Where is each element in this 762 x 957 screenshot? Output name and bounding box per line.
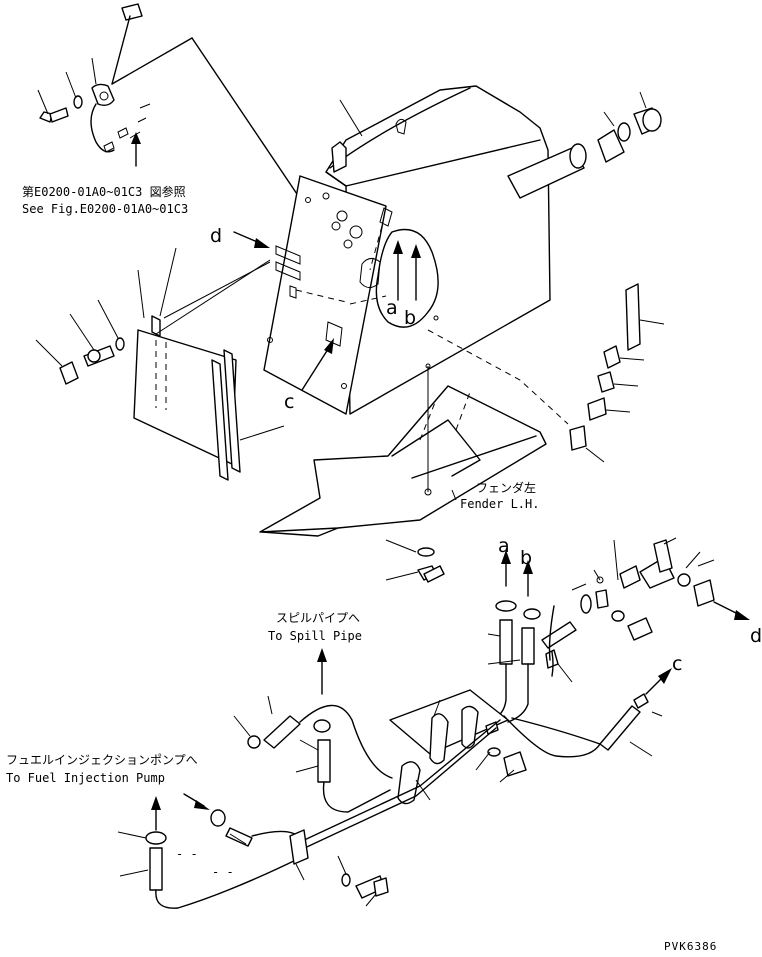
filler-neck-assembly [507,91,662,199]
fender-bolt [385,539,445,583]
tank-leader-line [339,99,363,137]
detail-cloud-ab: a b [375,228,439,329]
mounting-bracket-left [133,247,285,481]
reference-label-jp: 第E0200-01A0~01C3 図参照 [22,184,186,199]
callout-a-top: a [386,297,398,319]
callout-d-top-arrow: d [210,225,270,248]
callout-a-bottom: a [498,535,510,557]
bolt-set-left [35,299,125,385]
spill-pipe-hoses [233,695,393,813]
callout-a-bottom-arrow: a [498,535,511,587]
fender-label-en: Fender L.H. [460,497,539,511]
callout-c-top: c [284,391,294,413]
callout-d-top: d [210,225,222,247]
injection-pump-arrow: フュエルインジェクションポンプへ To Fuel Injection Pump [6,753,198,831]
bolt-washer-set-top-left [37,57,97,123]
callout-b-bottom-arrow: b [520,547,533,597]
spill-label-jp: スピルパイプへ [276,611,360,625]
spill-label-en: To Spill Pipe [268,629,362,643]
callout-c-bottom: c [672,653,682,675]
reference-label-en: See Fig.E0200-01A0~01C3 [22,202,188,216]
return-pipe-c: c [503,653,682,758]
fender-lh: フェンダ左 Fender L.H. [259,329,569,537]
fender-label-jp: フェンダ左 [476,480,536,495]
fuel-tank [263,85,551,415]
injection-pump-hoses: - - - - [117,793,301,909]
callout-b-top: b [404,307,416,329]
callout-b-bottom: b [520,547,532,569]
drain-lever-assembly [90,3,193,153]
pipe-dashes-1: - - [176,847,198,861]
main-fuel-lines [289,719,501,907]
callout-d-bottom: d [750,625,762,647]
drawing-code: PVK6386 [664,940,717,953]
reference-arrow-up [131,132,141,167]
pump-label-en: To Fuel Injection Pump [6,771,165,785]
right-fittings [569,283,665,463]
callout-c-top-arrow: c [284,338,334,413]
pump-label-jp: フュエルインジェクションポンプへ [6,753,198,767]
hoses-ab [487,600,541,723]
right-pipe-connectors: d [541,537,762,683]
spill-pipe-arrow: スピルパイプへ To Spill Pipe [268,611,362,695]
pipe-dashes-2: - - [212,865,234,879]
pipe-clamp-bracket [389,689,527,805]
